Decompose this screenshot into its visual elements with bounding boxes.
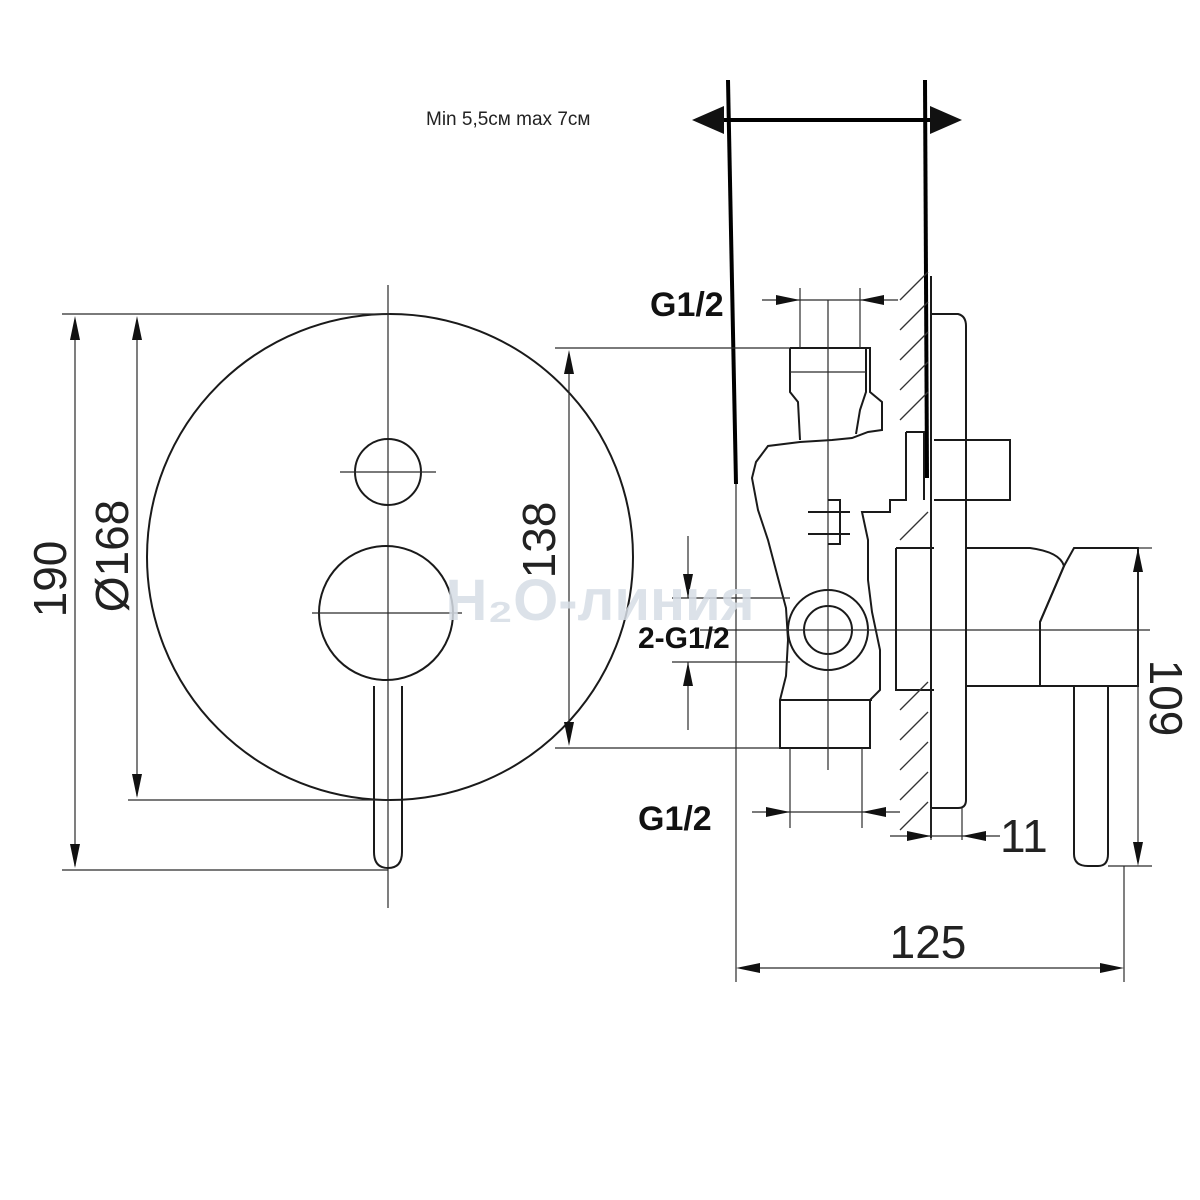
thread-outlet-arrow-bottom (683, 662, 693, 686)
thread-top-arrow-right (860, 295, 884, 305)
wall-line-right (923, 79, 929, 479)
hatch (899, 301, 929, 331)
dim-138-arrow-top (564, 350, 574, 374)
thread-bottom-label: G1/2 (638, 800, 712, 838)
handle-head (1039, 547, 1139, 687)
wall-range-arrow-right (930, 106, 962, 134)
hatch (899, 271, 929, 301)
thread-top-arrow-left (776, 295, 800, 305)
dim-109-arrow-top (1133, 548, 1143, 572)
hatch (899, 681, 929, 711)
dim-125-arrow-right (1100, 963, 1124, 973)
dim-138-arrow-bottom (564, 722, 574, 746)
thread-outlet-arrow-top (683, 574, 693, 598)
dim-138-label: 138 (513, 502, 565, 579)
dim-109-label: 109 (1140, 660, 1192, 737)
dim-11-arrow-right (962, 831, 986, 841)
cartridge-stub (808, 499, 850, 545)
hatch (899, 511, 929, 541)
front-view: 190 Ø168 (24, 285, 634, 908)
dim-190-label: 190 (24, 541, 76, 618)
mixer-body (700, 300, 1150, 770)
hatch (899, 331, 929, 361)
hatch (899, 741, 929, 771)
body-outline (750, 347, 907, 749)
dim-168-arrow-top (132, 316, 142, 340)
lever-handle (373, 686, 403, 870)
thread-bottom-arrow-right (862, 807, 886, 817)
handle-lever-side (1073, 686, 1109, 867)
thread-outlet-label: 2-G1/2 (638, 622, 730, 655)
handle-side (966, 547, 1139, 867)
wall-line-left (726, 79, 738, 485)
hatch (899, 801, 929, 831)
handle-escutcheon (966, 547, 1066, 687)
dim-168-arrow-bottom (132, 774, 142, 798)
dim-109-arrow-bottom (1133, 842, 1143, 866)
wall-range-label: Min 5,5см max 7см (426, 109, 590, 130)
thread-top-label: G1/2 (650, 286, 724, 324)
cover-plate-side (931, 313, 967, 809)
hatch (899, 361, 929, 391)
thread-bottom-arrow-left (766, 807, 790, 817)
dim-11-label: 11 (1000, 810, 1048, 862)
dim-125-arrow-left (736, 963, 760, 973)
dim-168-label: Ø168 (86, 500, 138, 613)
wall-range-arrow-left (692, 106, 724, 134)
dim-190-arrow-top (70, 316, 80, 340)
hatch (899, 771, 929, 801)
top-inlet (789, 348, 867, 441)
mounting-bracket (895, 431, 934, 691)
stem-spindle (934, 439, 1011, 501)
hatch (899, 711, 929, 741)
hatch (899, 391, 929, 421)
dim-125-label: 125 (890, 916, 967, 968)
dim-190-arrow-bottom (70, 844, 80, 868)
dim-11-arrow-left (907, 831, 931, 841)
wall-hatching (899, 271, 932, 838)
watermark: H₂O-линия (445, 568, 754, 633)
side-view: Min 5,5см max 7см (426, 79, 1192, 982)
